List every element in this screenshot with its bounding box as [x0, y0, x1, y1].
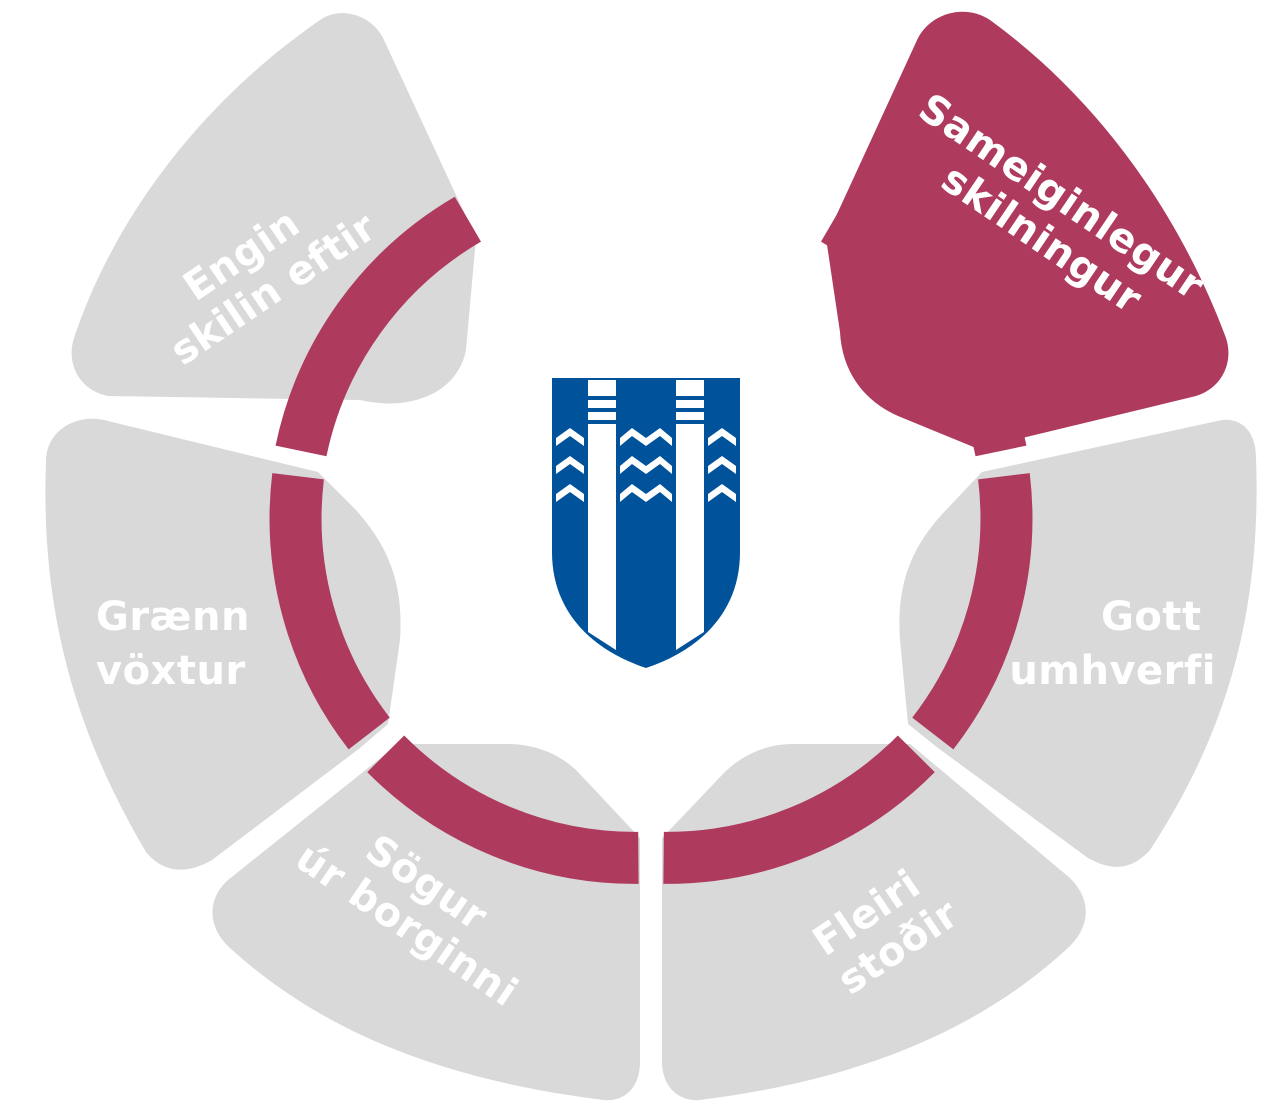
ring [269, 196, 1033, 884]
left-pillar [588, 380, 616, 396]
segment-label-line-2: umhverfi [1009, 648, 1216, 694]
right-waves [708, 428, 736, 502]
left-pillar-ring [588, 412, 616, 420]
segment-engin-skilin-eftir[interactable]: Engin skilin eftir [71, 13, 477, 404]
left-waves [556, 428, 584, 502]
ring-arc-sogur-ur-borginni [367, 735, 639, 884]
ring-arc-graenn-voxtur [269, 473, 390, 750]
left-pillar-ring [588, 400, 616, 408]
shield-background [552, 378, 740, 668]
right-pillar [676, 380, 704, 396]
segment-label: Grænn vöxtur [96, 594, 264, 694]
segment-label: Gott umhverfi [1009, 594, 1216, 694]
right-pillar-shaft [676, 424, 704, 650]
left-pillar-shaft [588, 424, 616, 650]
ring-arc-gott-umhverfi [912, 473, 1033, 750]
segment-label-line-1: Gott [1101, 594, 1202, 640]
right-pillar-ring [676, 400, 704, 408]
right-pillar-ring [676, 412, 704, 420]
center-waves [620, 428, 672, 502]
segment-label-line-1: Grænn [96, 594, 250, 640]
ring-arc-fleiri-stodir [663, 735, 935, 884]
ring-arc-engin-skilin-eftir [275, 196, 482, 457]
ring-arc-sameiginlegur-skilningur [820, 196, 1027, 457]
reykjavik-coat-of-arms-icon [552, 378, 740, 668]
segment-label-line-2: vöxtur [96, 648, 246, 694]
